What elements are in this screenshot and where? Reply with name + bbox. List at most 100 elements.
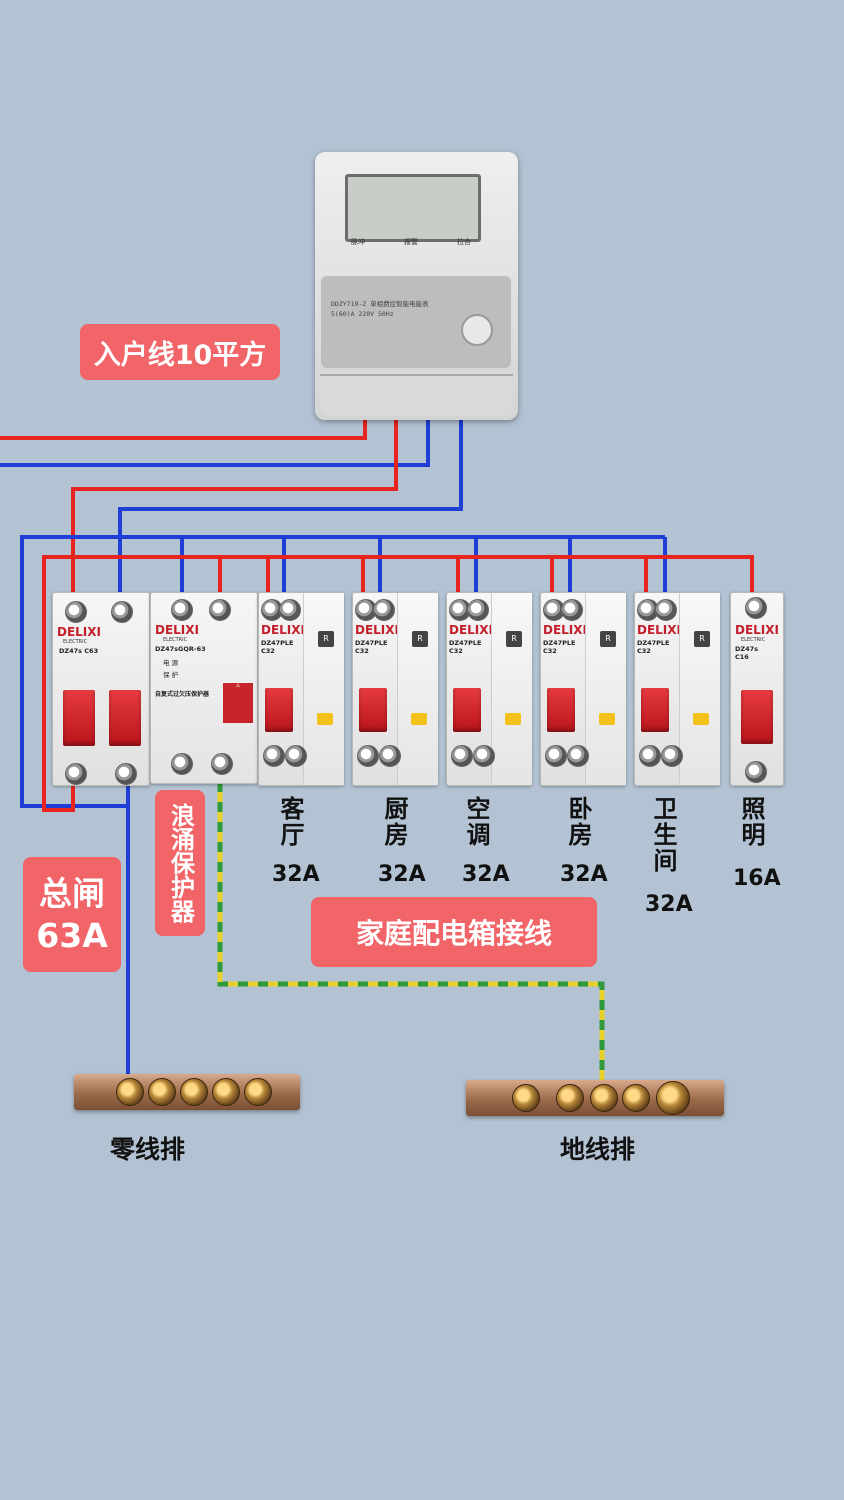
meter-model-text: DDZY719-Z 单相费控智能电能表 <box>331 300 429 308</box>
breaker-4-test-button[interactable]: R <box>600 631 616 647</box>
breaker-1-terminal-n <box>279 599 301 621</box>
breaker-4-terminal-out-1 <box>545 745 567 767</box>
main-breaker-model: DZ47s C63 <box>59 647 99 655</box>
circuit-breaker-1: DELIXI DZ47PLE C32 R <box>258 592 344 786</box>
breaker-3-terminal-n <box>467 599 489 621</box>
breaker-1-terminal-out-2 <box>285 745 307 767</box>
circuit-rating-6: 16A <box>733 866 781 891</box>
breaker-5-terminal-n <box>655 599 677 621</box>
circuit-breaker-3: DELIXI DZ47PLE C32 R <box>446 592 532 786</box>
main-breaker-terminal-bottom-left <box>65 763 87 785</box>
meter-live-out-wire <box>71 393 398 600</box>
breaker-4-indicator <box>599 713 615 725</box>
neutral-bar-screw-4 <box>212 1078 240 1106</box>
main-breaker-label: 总闸 63A <box>23 857 121 972</box>
surge-small-label-2: 保 护 <box>163 671 179 679</box>
surge-terminal-ground <box>211 753 233 775</box>
circuit-breaker-5: DELIXI DZ47PLE C32 R <box>634 592 720 786</box>
breaker-4-terminal-n <box>561 599 583 621</box>
main-breaker-terminal-bottom-right <box>115 763 137 785</box>
breaker-4-brand: DELIXI <box>543 623 587 637</box>
meter-indicator-labels: 脉冲 报警 拉合 <box>351 237 471 247</box>
surge-terminal-bottom-1 <box>171 753 193 775</box>
meter-brand-strip <box>345 162 490 174</box>
surge-warning-icon: ⚠ <box>223 683 253 723</box>
breaker-5-rcd-module: R <box>679 593 720 785</box>
main-breaker-terminal-top-left <box>65 601 87 623</box>
main-breaker: DELIXI ELECTRIC DZ47s C63 <box>52 592 150 786</box>
breaker-3-handle[interactable] <box>453 688 481 732</box>
ground-bar-screw-1 <box>512 1084 540 1112</box>
breaker-2-rcd-module: R <box>397 593 438 785</box>
surge-caption: 自复式过欠压保护器 <box>155 691 210 698</box>
meter-indicator-3: 拉合 <box>457 238 471 246</box>
main-breaker-brand: DELIXI <box>57 625 101 639</box>
circuit-rating-5: 32A <box>645 892 693 917</box>
breaker-2-model: DZ47PLE C32 <box>355 639 388 655</box>
neutral-bar-screw-5 <box>244 1078 272 1106</box>
breaker-5-test-button[interactable]: R <box>694 631 710 647</box>
neutral-bar-screw-1 <box>116 1078 144 1106</box>
breaker-1-terminal-out-1 <box>263 745 285 767</box>
breaker-1-indicator <box>317 713 333 725</box>
breaker-4-model: DZ47PLE C32 <box>543 639 576 655</box>
breaker-3-indicator <box>505 713 521 725</box>
lighting-breaker-terminal-bottom <box>745 761 767 783</box>
circuit-rating-2: 32A <box>378 862 426 887</box>
breaker-2-terminal-out-2 <box>379 745 401 767</box>
circuit-breaker-2: DELIXI DZ47PLE C32 R <box>352 592 438 786</box>
circuit-label-1: 客厅 <box>276 796 304 848</box>
circuit-label-2: 厨房 <box>380 796 408 848</box>
breaker-2-handle[interactable] <box>359 688 387 732</box>
surge-terminal-n <box>171 599 193 621</box>
surge-small-label-1: 电 源 <box>163 659 179 667</box>
circuit-label-6: 照明 <box>737 796 765 848</box>
ground-bar-label: 地线排 <box>560 1135 636 1164</box>
breaker-1-handle[interactable] <box>265 688 293 732</box>
breaker-2-terminal-n <box>373 599 395 621</box>
breaker-5-model: DZ47PLE C32 <box>637 639 670 655</box>
breaker-3-model: DZ47PLE C32 <box>449 639 482 655</box>
meter-indicator-1: 脉冲 <box>351 238 365 246</box>
neutral-bar-screw-2 <box>148 1078 176 1106</box>
breaker-5-terminal-out-2 <box>661 745 683 767</box>
lighting-breaker-terminal-top <box>745 597 767 619</box>
ground-bar-screw-3 <box>590 1084 618 1112</box>
breaker-2-brand: DELIXI <box>355 623 399 637</box>
breaker-3-brand: DELIXI <box>449 623 493 637</box>
breaker-3-terminal-out-1 <box>451 745 473 767</box>
incoming-wire-label: 入户线10平方 <box>80 324 280 380</box>
lighting-breaker-handle[interactable] <box>741 690 773 744</box>
main-breaker-terminal-top-right <box>111 601 133 623</box>
meter-terminal-block <box>320 374 513 416</box>
surge-electric: ELECTRIC <box>163 637 188 643</box>
ground-bar-screw-2 <box>556 1084 584 1112</box>
breaker-1-test-button[interactable]: R <box>318 631 334 647</box>
lighting-breaker-model: DZ47s C16 <box>735 645 759 661</box>
breaker-1-brand: DELIXI <box>261 623 305 637</box>
circuit-label-5: 卫生间 <box>649 796 677 874</box>
live-bus-wire <box>42 555 754 812</box>
breaker-2-test-button[interactable]: R <box>412 631 428 647</box>
meter-seal-icon <box>461 314 493 346</box>
breaker-3-rcd-module: R <box>491 593 532 785</box>
breaker-1-rcd-module: R <box>303 593 344 785</box>
neutral-bar-label: 零线排 <box>110 1135 186 1164</box>
main-breaker-handle-right[interactable] <box>109 690 141 746</box>
main-breaker-handle-left[interactable] <box>63 690 95 746</box>
circuit-label-3: 空调 <box>462 796 490 848</box>
breaker-5-terminal-out-1 <box>639 745 661 767</box>
circuit-breaker-4: DELIXI DZ47PLE C32 R <box>540 592 626 786</box>
breaker-4-handle[interactable] <box>547 688 575 732</box>
breaker-4-terminal-out-2 <box>567 745 589 767</box>
breaker-5-handle[interactable] <box>641 688 669 732</box>
incoming-live-wire <box>0 393 367 440</box>
surge-terminal-l <box>209 599 231 621</box>
diagram-title: 家庭配电箱接线 <box>311 897 597 967</box>
lighting-breaker-brand: DELIXI <box>735 623 779 637</box>
meter-indicator-2: 报警 <box>404 238 418 246</box>
breaker-1-model: DZ47PLE C32 <box>261 639 294 655</box>
main-breaker-label-rating: 63A <box>36 915 108 955</box>
ground-bar-screw-5 <box>656 1081 690 1115</box>
breaker-3-test-button[interactable]: R <box>506 631 522 647</box>
